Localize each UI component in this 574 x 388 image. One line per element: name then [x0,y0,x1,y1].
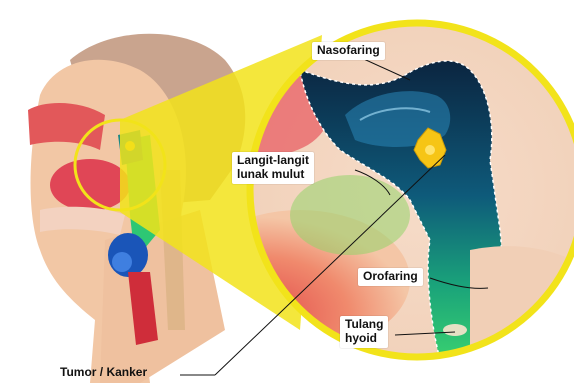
label-nasofaring: Nasofaring [312,42,385,60]
label-tumor-kanker: Tumor / Kanker [60,366,147,380]
label-langit-langit: Langit-langit lunak mulut [232,152,314,184]
label-tulang-hyoid: Tulang hyoid [340,316,388,348]
label-orofaring: Orofaring [358,268,423,286]
